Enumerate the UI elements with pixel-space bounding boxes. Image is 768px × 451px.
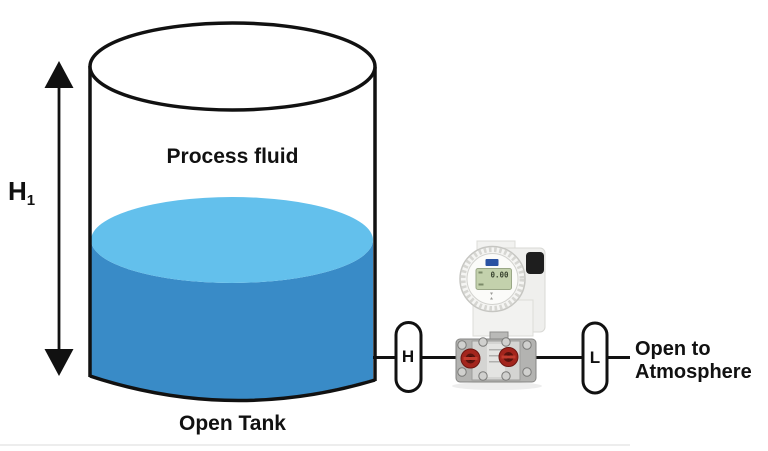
low-port-capsule (581, 321, 609, 395)
flange-bolts (457, 337, 532, 381)
lcd-screen (475, 268, 512, 290)
tank-fluid-surface (91, 197, 373, 283)
transmitter-shadow (452, 382, 542, 390)
label-plate-line (489, 355, 503, 357)
height-h1-label: H1 (8, 176, 35, 209)
brand-logo-chip (485, 259, 499, 266)
height-symbol: H (8, 176, 27, 206)
display-bezel-ribs (460, 247, 525, 311)
low-pressure-port (498, 347, 519, 367)
open-tank (88, 21, 377, 403)
lcd-units-icon (478, 283, 484, 286)
lcd-status-icon (478, 271, 483, 274)
label-plate-line (489, 349, 503, 351)
height-arrow-head-top (44, 61, 74, 88)
cable-gland-knob (526, 252, 544, 274)
high-port-capsule (394, 321, 423, 393)
adjust-button-up-icon (490, 297, 493, 300)
low-port-label: L (589, 348, 601, 367)
height-arrow (44, 61, 74, 376)
height-subscript: 1 (26, 192, 36, 209)
open-to-atmosphere-label: Open to Atmosphere (635, 338, 752, 384)
tank-top-rim (88, 21, 377, 112)
bottom-edge-line (0, 444, 630, 446)
dp-transmitter: 0.00 (452, 240, 546, 390)
transmitter-display-value: 0.00 (490, 271, 509, 280)
high-port-label: H (401, 347, 415, 366)
process-fluid-label: Process fluid (166, 145, 299, 168)
height-arrow-head-bottom (44, 349, 74, 376)
high-pressure-port (460, 348, 481, 369)
tank-fluid-body (91, 240, 373, 400)
label-plate-line (489, 361, 503, 363)
tank-bottom-edge (89, 374, 376, 403)
adjust-button-down-icon (490, 292, 493, 295)
atmosphere-label-line2: Atmosphere (635, 361, 752, 383)
open-tank-label: Open Tank (179, 412, 286, 435)
atmosphere-label-line1: Open to (635, 338, 711, 360)
